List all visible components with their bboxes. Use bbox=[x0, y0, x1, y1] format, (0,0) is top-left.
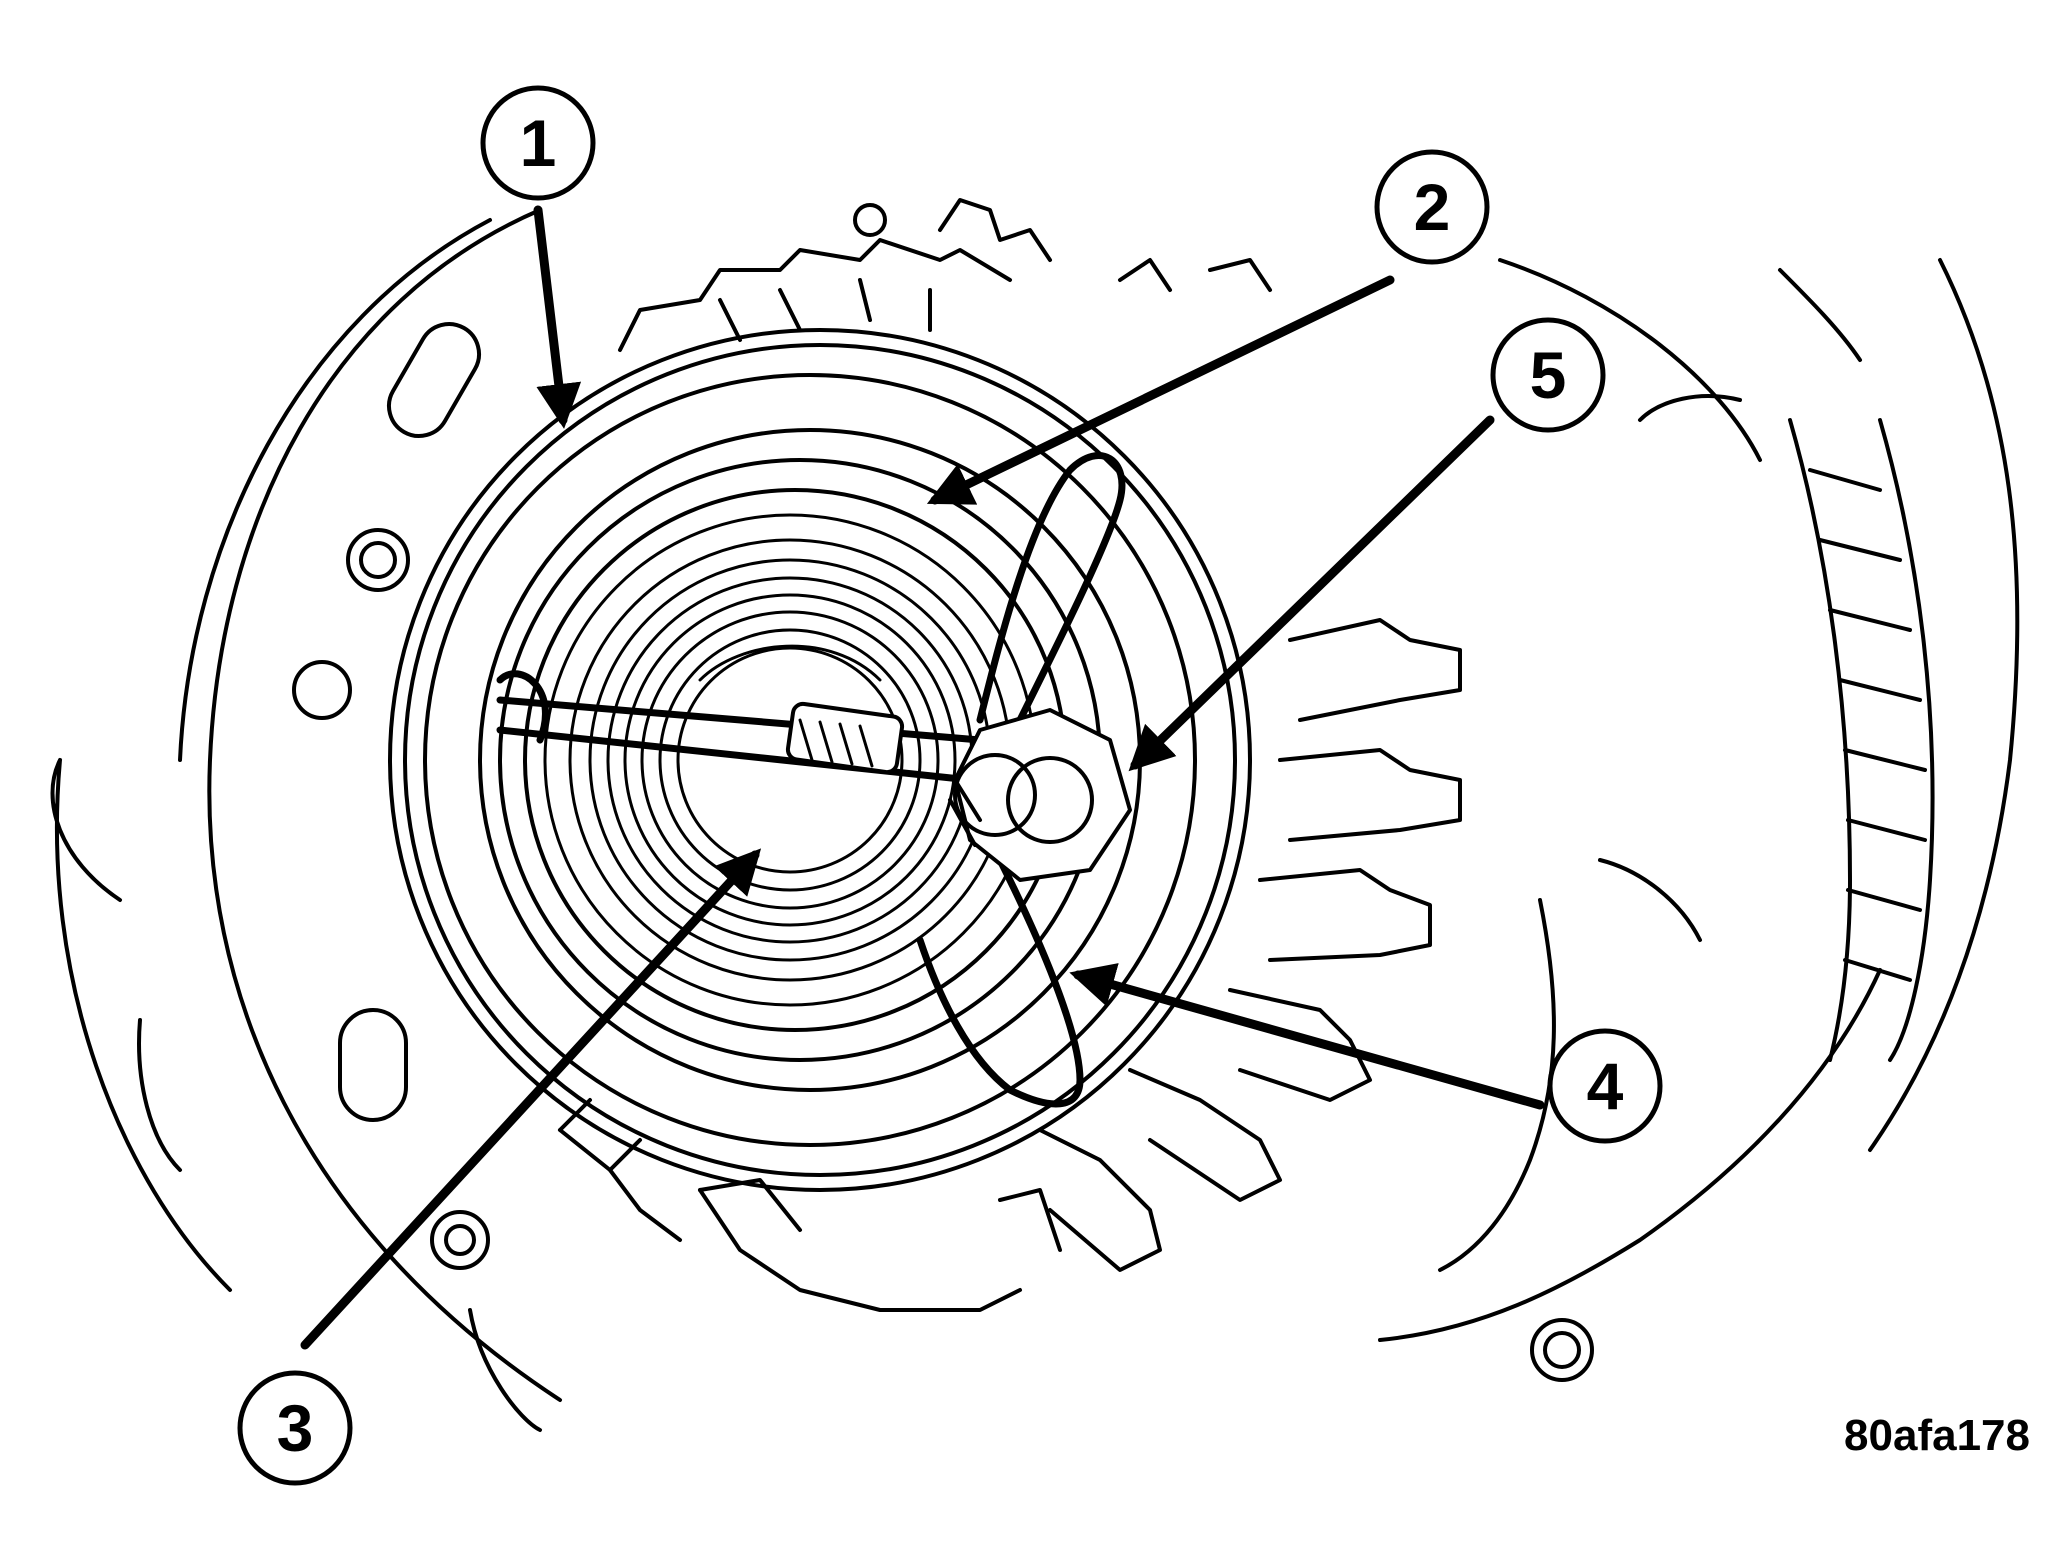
spring-compressor-tool bbox=[496, 452, 1132, 1108]
svg-text:4: 4 bbox=[1587, 1049, 1624, 1123]
leader-1 bbox=[533, 205, 582, 429]
leader-arrows bbox=[300, 205, 1545, 1350]
leader-5 bbox=[1128, 415, 1495, 772]
callout-2: 2 bbox=[1374, 149, 1490, 265]
figure-id: 80afa178 bbox=[1844, 1411, 2030, 1460]
clutch-hub-splines bbox=[1038, 618, 1462, 1272]
differential-ring-gear bbox=[1788, 418, 1935, 1062]
svg-text:3: 3 bbox=[277, 1391, 314, 1465]
callout-1: 1 bbox=[480, 85, 596, 201]
callout-3: 3 bbox=[237, 1370, 353, 1486]
housing-bolt-holes bbox=[292, 203, 1594, 1382]
callout-4: 4 bbox=[1547, 1028, 1663, 1144]
transaxle-housing bbox=[50, 208, 2020, 1432]
leader-4 bbox=[1069, 963, 1545, 1110]
callout-5: 5 bbox=[1490, 317, 1606, 433]
svg-text:5: 5 bbox=[1530, 338, 1567, 412]
leader-3 bbox=[300, 848, 762, 1350]
svg-text:1: 1 bbox=[520, 106, 557, 180]
svg-text:2: 2 bbox=[1414, 170, 1451, 244]
leader-2 bbox=[926, 275, 1395, 505]
